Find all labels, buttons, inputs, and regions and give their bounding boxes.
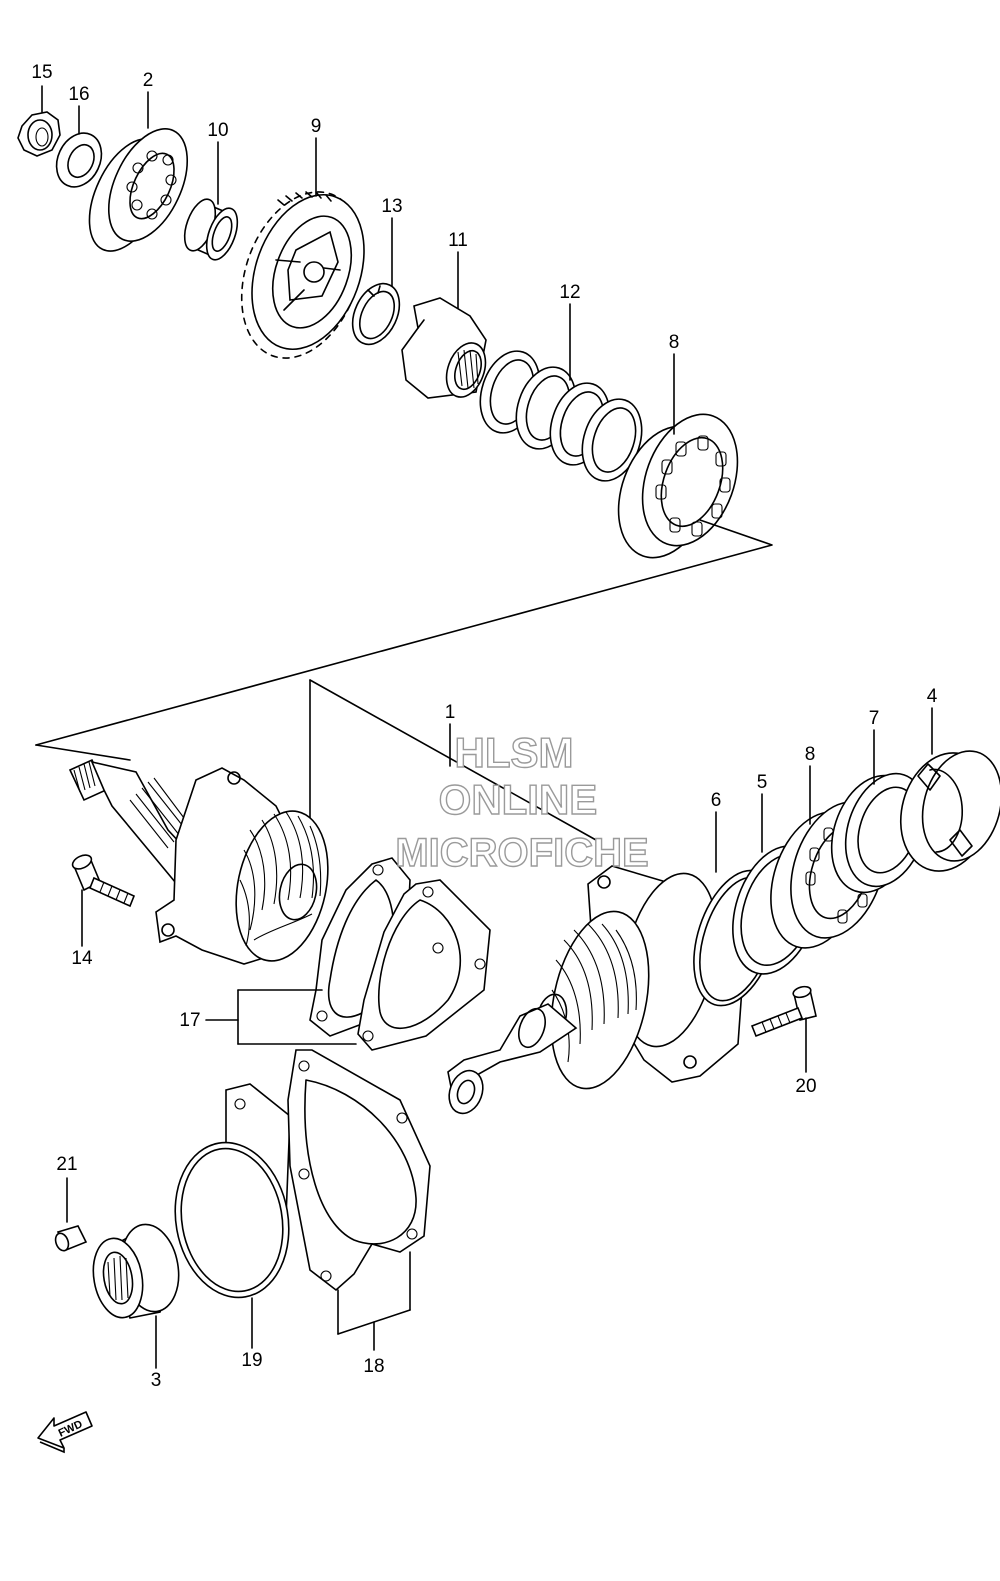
part-12-spring[interactable]: [470, 343, 651, 488]
callout-18[interactable]: 18: [363, 1356, 384, 1377]
part-21-pin[interactable]: [53, 1225, 88, 1253]
part-2-bearing[interactable]: [74, 117, 204, 263]
callout-8-upper[interactable]: 8: [669, 332, 680, 353]
part-1-drive-gear-shaft[interactable]: [68, 758, 341, 969]
callout-8-lower[interactable]: 8: [805, 744, 816, 765]
part-3-needle-bearing[interactable]: [87, 1220, 185, 1322]
part-4-ring-nut[interactable]: [888, 742, 1000, 881]
callout-17[interactable]: 17: [179, 1010, 200, 1031]
watermark-line-3: MICROFICHE: [395, 831, 648, 875]
callout-7[interactable]: 7: [869, 708, 880, 729]
part-19-o-ring[interactable]: [163, 1133, 300, 1306]
part-8-bearing-upper[interactable]: [601, 401, 754, 571]
pinion-housing-assy[interactable]: [443, 865, 745, 1118]
callout-3[interactable]: 3: [151, 1370, 162, 1391]
callout-1[interactable]: 1: [445, 702, 456, 723]
callout-5[interactable]: 5: [757, 772, 768, 793]
callout-10[interactable]: 10: [207, 120, 228, 141]
callout-6[interactable]: 6: [711, 790, 722, 811]
watermark-line-2: ONLINE: [439, 776, 598, 823]
callout-4[interactable]: 4: [927, 686, 938, 707]
callout-19[interactable]: 19: [241, 1350, 262, 1371]
callout-14[interactable]: 14: [71, 948, 93, 969]
callout-labels: 15 16 2 10 9 13 11 12 8 1 6 5 8 7 4 14 1…: [31, 62, 937, 1391]
callout-21[interactable]: 21: [56, 1154, 77, 1175]
part-17-gaskets[interactable]: [309, 857, 491, 1051]
alignment-lines: [35, 519, 773, 841]
part-15-nut[interactable]: [17, 111, 61, 157]
part-9-gear[interactable]: [220, 175, 384, 375]
part-14-bolt[interactable]: [70, 852, 136, 908]
part-13-circlip[interactable]: [343, 276, 408, 352]
part-11-sleeve[interactable]: [401, 297, 492, 402]
callout-16[interactable]: 16: [68, 84, 89, 105]
callout-2[interactable]: 2: [143, 70, 154, 91]
callout-20[interactable]: 20: [795, 1076, 816, 1097]
part-16-washer[interactable]: [48, 126, 110, 195]
callout-15[interactable]: 15: [31, 62, 52, 83]
fwd-label: FWD: [57, 1418, 85, 1439]
callout-9[interactable]: 9: [311, 116, 322, 137]
watermark: HLSM ONLINE MICROFICHE: [395, 728, 650, 875]
part-10-collar[interactable]: [179, 195, 244, 264]
callout-11[interactable]: 11: [448, 230, 468, 251]
part-20-bolt[interactable]: [750, 985, 817, 1038]
callout-13[interactable]: 13: [381, 196, 402, 217]
fwd-arrow-icon: FWD: [37, 1411, 93, 1454]
leader-lines: [41, 85, 933, 1369]
callout-12[interactable]: 12: [559, 282, 580, 303]
watermark-line-1: HLSM: [455, 729, 574, 776]
